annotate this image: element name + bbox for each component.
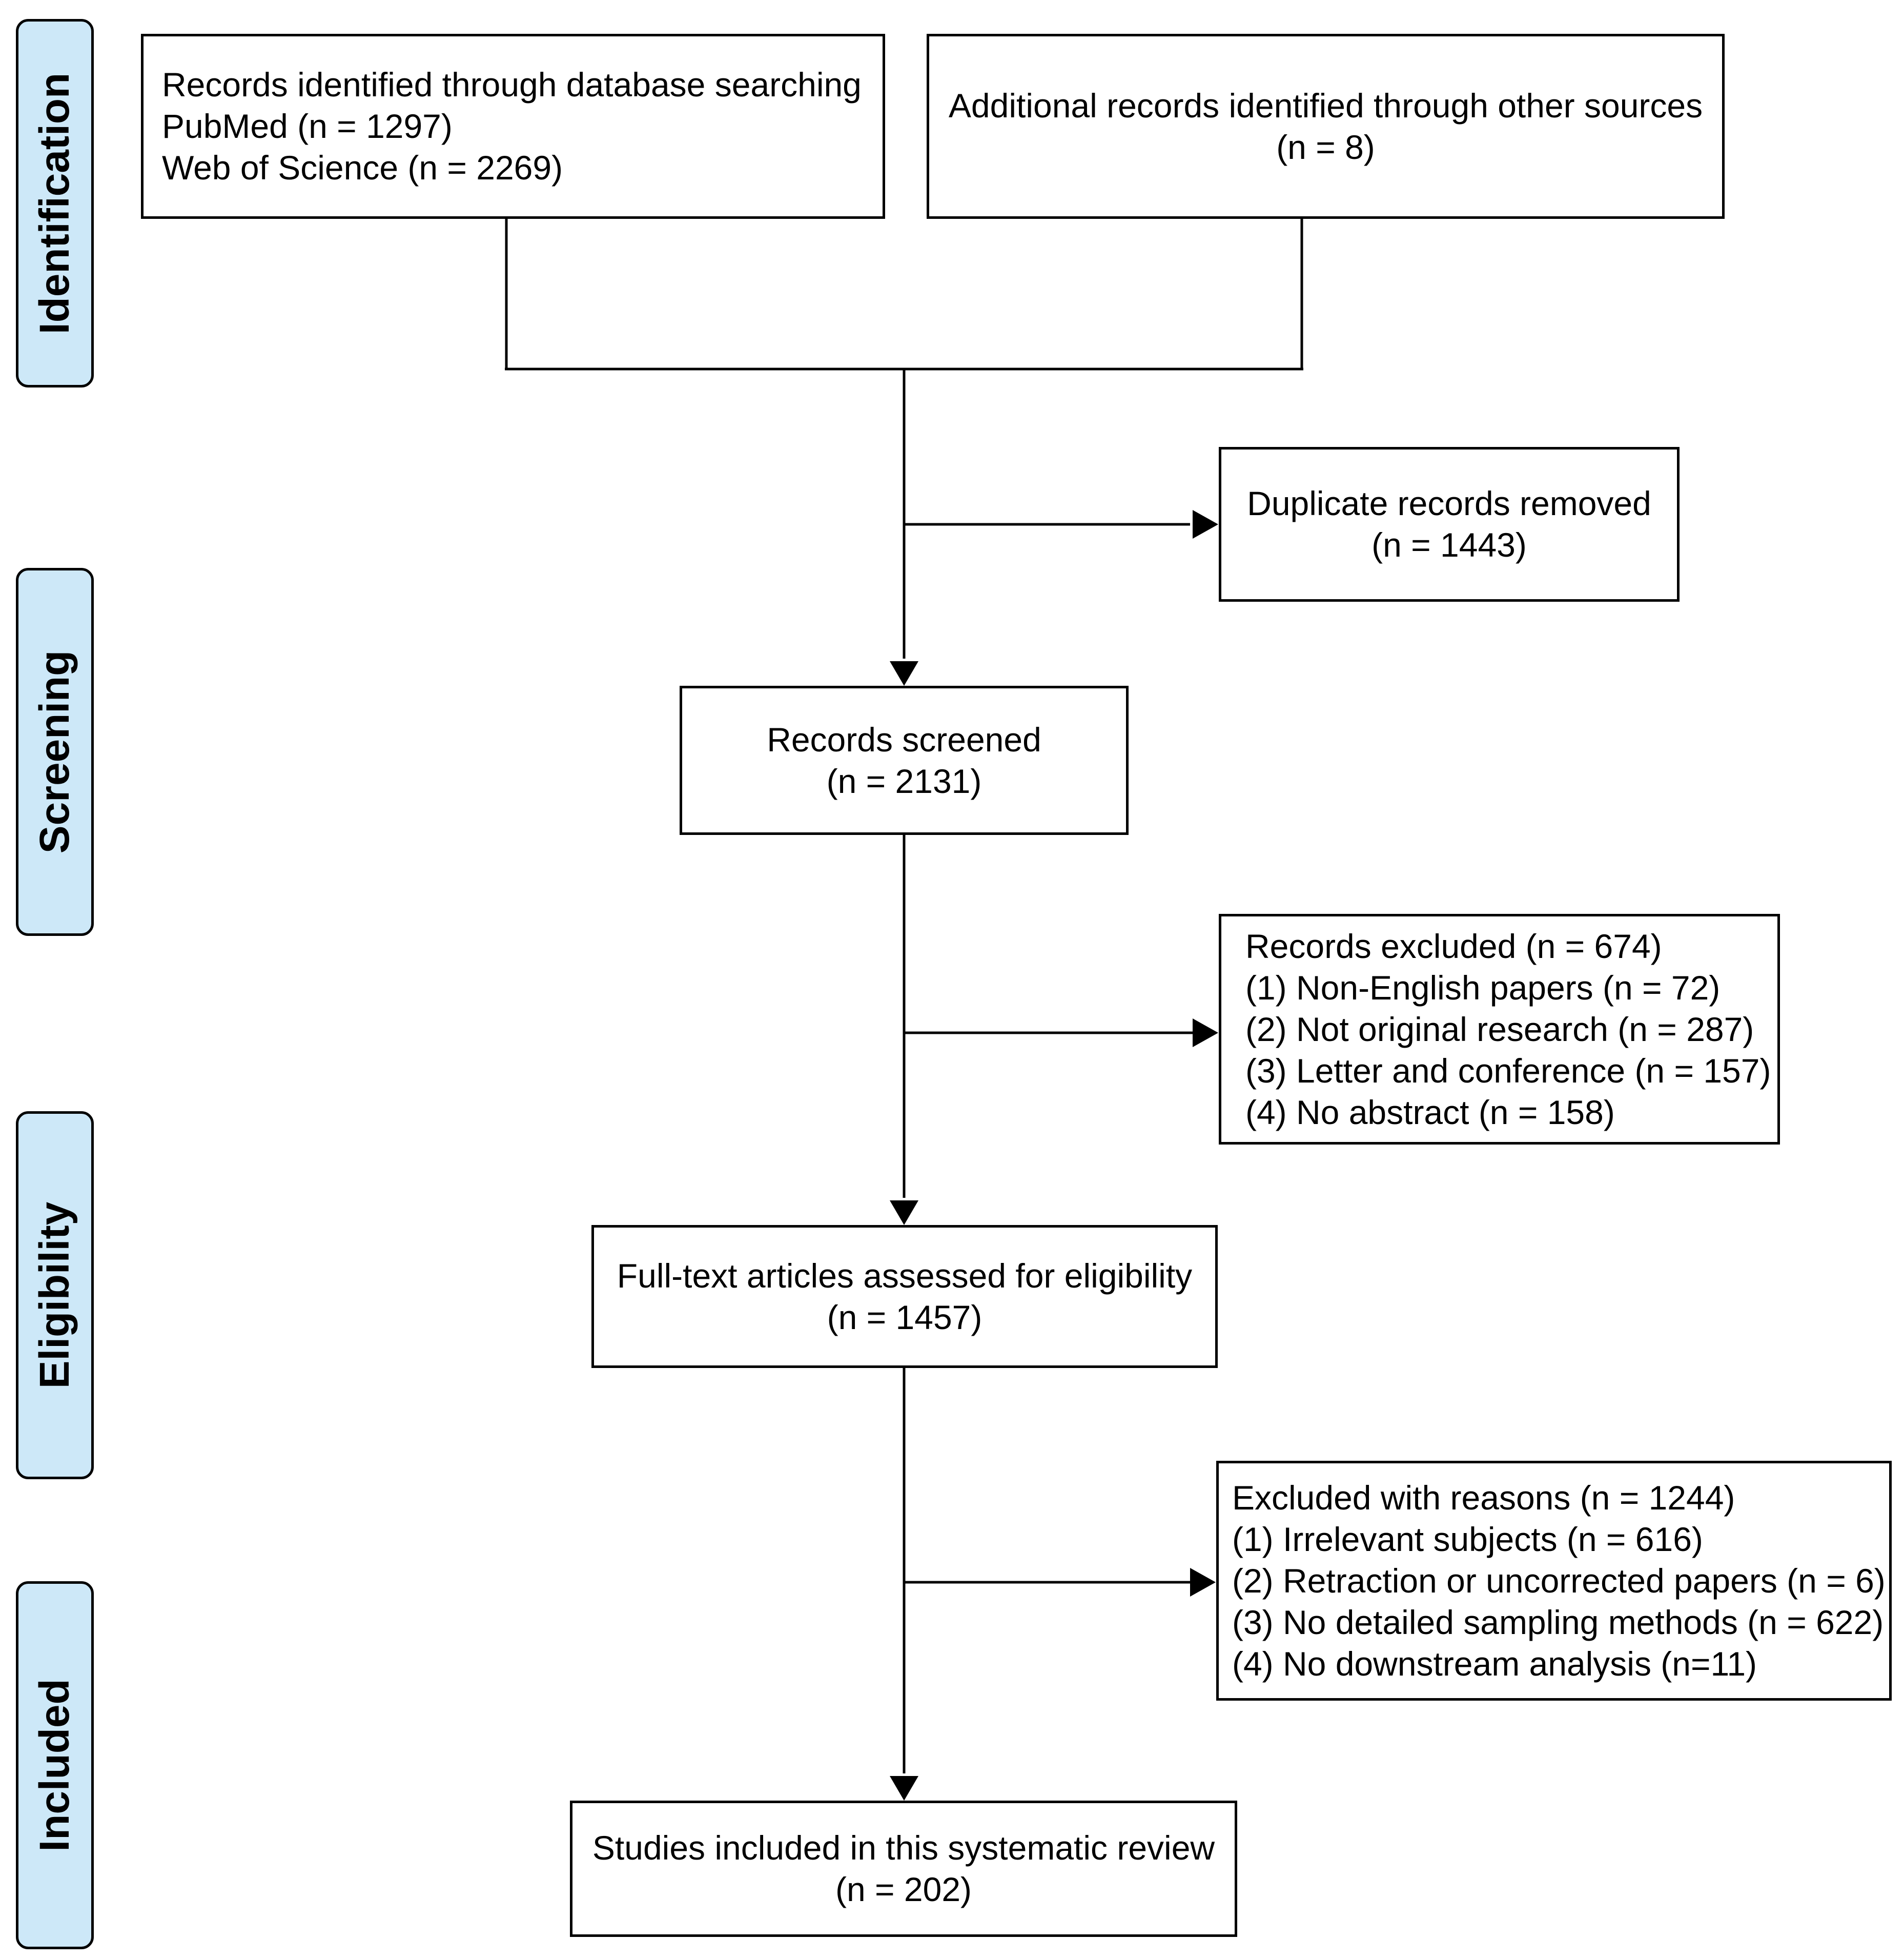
phase-included: Included [16,1581,94,1949]
box-line: Records excluded (n = 674) [1245,927,1662,965]
box-line: PubMed (n = 1297) [162,107,453,145]
box-line: Records identified through database sear… [162,66,862,104]
box-line: (n = 1443) [1371,526,1527,564]
arrow-head [890,1776,918,1801]
duplicates-removed-box: Duplicate records removed (n = 1443) [1219,447,1680,602]
records-screened-box: Records screened (n = 2131) [680,686,1129,835]
box-line: (1) Non-English papers (n = 72) [1245,968,1721,1007]
box-line: (n = 8) [1276,128,1375,166]
database-search-box: Records identified through database sear… [141,34,885,219]
phase-identification: Identification [16,19,94,387]
arrow-head [890,1200,918,1225]
studies-included-box: Studies included in this systematic revi… [570,1801,1237,1937]
box-line: Studies included in this systematic revi… [592,1829,1215,1867]
box-line: Additional records identified through ot… [948,86,1703,125]
box-line: Full-text articles assessed for eligibil… [617,1256,1193,1295]
arrow-head [890,661,918,686]
box-line: (2) Not original research (n = 287) [1245,1010,1754,1048]
box-line: Web of Science (n = 2269) [162,149,563,187]
box-line: (n = 1457) [827,1298,982,1336]
excluded-with-reasons-box: Excluded with reasons (n = 1244) (1) Irr… [1216,1461,1892,1701]
box-line: Excluded with reasons (n = 1244) [1232,1478,1735,1517]
box-line: (2) Retraction or uncorrected papers (n … [1232,1561,1886,1600]
box-line: (4) No downstream analysis (n=11) [1232,1644,1757,1683]
box-line: (3) No detailed sampling methods (n = 62… [1232,1603,1884,1641]
other-sources-box: Additional records identified through ot… [927,34,1725,219]
box-line: Records screened [767,720,1041,759]
arrow-head [1193,1018,1218,1047]
phase-screening: Screening [16,568,94,936]
arrow-head [1190,1568,1216,1597]
records-excluded-box: Records excluded (n = 674) (1) Non-Engli… [1219,914,1780,1145]
box-line: (n = 202) [835,1870,972,1908]
box-line: (3) Letter and conference (n = 157) [1245,1051,1771,1090]
box-line: Duplicate records removed [1247,484,1651,522]
box-line: (1) Irrelevant subjects (n = 616) [1232,1520,1703,1558]
arrow-head [1193,510,1218,539]
box-line: (n = 2131) [826,762,982,800]
box-line: (4) No abstract (n = 158) [1245,1093,1615,1131]
full-text-assessed-box: Full-text articles assessed for eligibil… [591,1225,1218,1368]
phase-eligibility: Eligibility [16,1111,94,1479]
